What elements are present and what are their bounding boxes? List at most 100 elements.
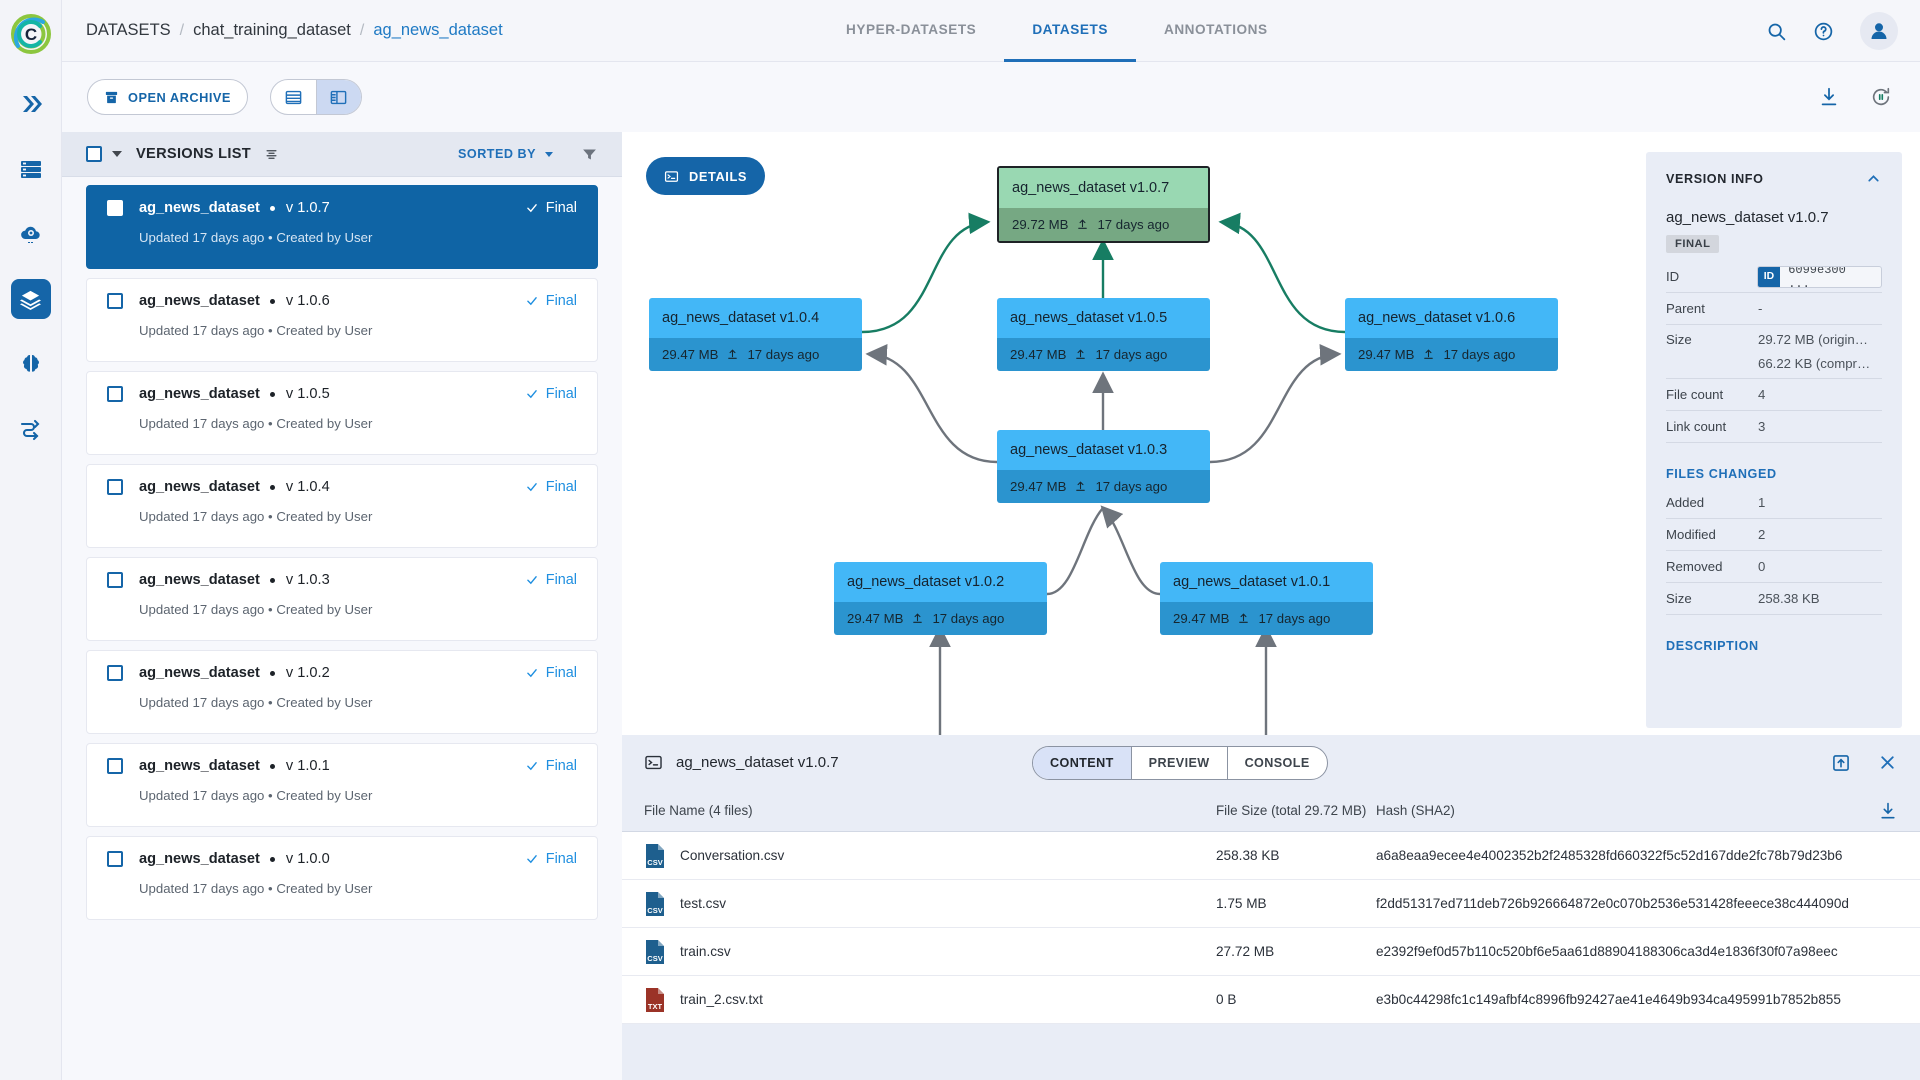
version-item-checkbox[interactable] — [107, 200, 123, 216]
graph-node-age: 17 days ago — [1097, 217, 1170, 232]
version-item-checkbox[interactable] — [107, 572, 123, 588]
svg-text:CSV: CSV — [647, 954, 662, 963]
sorted-by-dropdown[interactable]: SORTED BY — [458, 147, 553, 161]
open-archive-label: OPEN ARCHIVE — [128, 89, 231, 105]
tab-annotations[interactable]: ANNOTATIONS — [1163, 22, 1268, 37]
version-item-status: Final — [525, 386, 577, 402]
split-view-icon[interactable] — [315, 80, 361, 114]
compact-toggle-icon[interactable] — [264, 147, 279, 162]
col-file-size: File Size (total 29.72 MB) — [1216, 803, 1367, 818]
col-hash: Hash (SHA2) — [1376, 803, 1455, 818]
tab-preview[interactable]: PREVIEW — [1130, 746, 1227, 779]
breadcrumb-item-datasets[interactable]: DATASETS — [86, 21, 171, 39]
version-info-title: VERSION INFO — [1666, 171, 1764, 186]
chevron-up-icon[interactable] — [1865, 170, 1882, 187]
version-item-checkbox[interactable] — [107, 293, 123, 309]
breadcrumb-item-current[interactable]: ag_news_dataset — [373, 21, 503, 39]
version-item-status-label: Final — [545, 200, 577, 216]
console-icon — [664, 170, 679, 182]
open-archive-button[interactable]: OPEN ARCHIVE — [87, 79, 248, 115]
check-icon — [527, 390, 537, 399]
graph-node-size: 29.47 MB — [1010, 347, 1067, 362]
app-logo-icon[interactable]: C — [5, 8, 57, 60]
download-icon[interactable] — [1878, 801, 1898, 821]
breadcrumb-item-project[interactable]: chat_training_dataset — [193, 21, 351, 39]
datasets-server-icon[interactable] — [11, 149, 51, 189]
search-icon[interactable] — [1766, 21, 1787, 42]
svg-text:CSV: CSV — [647, 858, 662, 867]
auto-refresh-icon[interactable] — [1870, 86, 1892, 108]
link-count-value: 3 — [1758, 419, 1766, 434]
id-chip[interactable]: ID 6099e300 ... — [1756, 265, 1882, 288]
version-item-checkbox[interactable] — [107, 851, 123, 867]
parent-label: Parent — [1666, 301, 1705, 316]
file-size: 258.38 KB — [1216, 848, 1280, 863]
graph-node-size: 29.47 MB — [1173, 611, 1230, 626]
version-item-checkbox[interactable] — [107, 665, 123, 681]
version-item-checkbox[interactable] — [107, 479, 123, 495]
id-label: ID — [1666, 269, 1680, 284]
projects-icon[interactable] — [11, 84, 51, 124]
version-item-checkbox[interactable] — [107, 386, 123, 402]
check-icon — [527, 762, 537, 771]
chevron-down-icon[interactable] — [112, 151, 122, 157]
download-icon[interactable] — [1818, 86, 1840, 108]
user-avatar-icon[interactable] — [1860, 12, 1898, 50]
version-item-meta: Updated 17 days ago • Created by User — [139, 323, 373, 338]
check-icon — [527, 297, 537, 306]
version-item-meta: Updated 17 days ago • Created by User — [139, 509, 373, 524]
maximize-icon[interactable] — [1831, 753, 1851, 773]
graph-node-title: ag_news_dataset v1.0.2 — [834, 562, 1047, 602]
toolbar-actions — [1818, 86, 1892, 108]
tab-content[interactable]: CONTENT — [1033, 746, 1131, 779]
version-item-checkbox[interactable] — [107, 758, 123, 774]
close-icon[interactable] — [1877, 752, 1898, 773]
details-button[interactable]: DETAILS — [646, 157, 765, 195]
dataset-versions-layers-icon[interactable] — [10, 279, 51, 319]
tab-hyper-datasets[interactable]: HYPER-DATASETS — [846, 22, 977, 37]
pipelines-icon[interactable] — [11, 409, 51, 449]
modified-label: Modified — [1666, 527, 1716, 542]
separator-dot — [269, 670, 275, 676]
version-item-version: v 1.0.2 — [285, 665, 330, 681]
tab-console[interactable]: CONSOLE — [1226, 746, 1327, 779]
upload-icon — [1076, 481, 1086, 491]
filter-icon[interactable] — [581, 146, 598, 163]
upload-icon — [1239, 613, 1249, 623]
tab-datasets[interactable]: DATASETS — [1004, 0, 1136, 62]
select-all-checkbox[interactable] — [86, 146, 102, 162]
models-brain-icon[interactable] — [11, 344, 51, 384]
graph-node-age: 17 days ago — [1443, 347, 1516, 362]
upload-icon — [1424, 349, 1434, 359]
help-icon[interactable] — [1813, 21, 1834, 42]
separator-dot — [269, 205, 275, 211]
list-view-icon[interactable] — [271, 80, 316, 114]
cloud-gear-icon[interactable] — [11, 214, 51, 254]
col-file-name: File Name (4 files) — [644, 803, 753, 818]
info-row-changed-size: Size 258.38 KB — [1666, 583, 1882, 615]
link-count-label: Link count — [1666, 419, 1727, 434]
file-size: 0 B — [1216, 992, 1237, 1007]
view-mode-switch — [269, 79, 362, 115]
